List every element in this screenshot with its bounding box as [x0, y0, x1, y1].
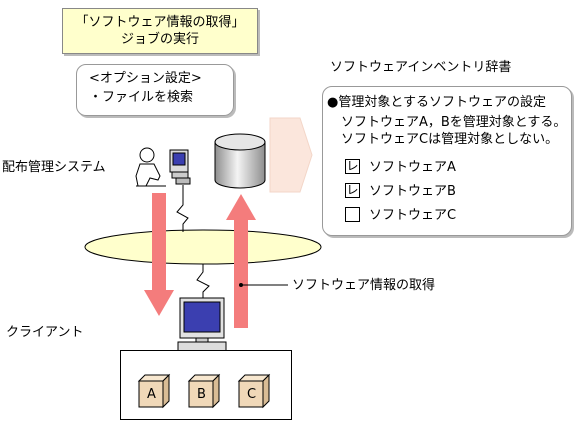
option-item: ・ファイルを検索	[89, 90, 194, 105]
checkbox-label-a: ソフトウェアA	[369, 160, 456, 175]
management-system-label: 配布管理システム	[2, 160, 106, 175]
job-title-note: 「ソフトウェア情報の取得」 ジョブの実行	[62, 8, 258, 54]
checkbox-software-a[interactable]: レ	[345, 159, 360, 174]
client-label: クライアント	[6, 325, 84, 340]
package-b-icon	[187, 373, 221, 409]
option-settings-box: <オプション設定> ・ファイルを検索	[76, 64, 234, 116]
package-b-label: B	[197, 387, 206, 402]
package-a-label: A	[147, 387, 156, 402]
operator-person-icon	[135, 147, 166, 187]
network-ellipse	[84, 229, 322, 265]
package-drawings	[137, 373, 271, 409]
checkbox-software-c[interactable]	[345, 207, 360, 222]
dictionary-title: ソフトウェアインベントリ辞書	[330, 60, 512, 75]
down-arrow	[144, 193, 174, 316]
job-title-line2: ジョブの実行	[120, 32, 199, 47]
up-arrow	[226, 194, 256, 328]
management-pc-icon	[169, 149, 191, 185]
package-c-icon	[237, 373, 271, 409]
checkbox-label-c: ソフトウェアC	[369, 208, 457, 223]
checkbox-label-b: ソフトウェアB	[369, 184, 456, 199]
package-c-label: C	[247, 387, 257, 402]
checkbox-software-b[interactable]: レ	[345, 183, 360, 198]
dictionary-note-2: ソフトウェアCは管理対象としない。	[341, 132, 559, 147]
package-a-icon	[137, 373, 171, 409]
dictionary-box: ●管理対象とするソフトウェアの設定 ソフトウェアA，Bを管理対象とする。 ソフト…	[322, 86, 572, 236]
dictionary-heading: ●管理対象とするソフトウェアの設定	[327, 95, 546, 110]
dictionary-pointer-arrow	[269, 117, 313, 193]
server-network-line	[176, 185, 189, 232]
client-software-box: A B C	[120, 350, 292, 420]
software-info-label: ソフトウェア情報の取得	[292, 278, 436, 293]
option-heading: <オプション設定>	[89, 71, 202, 86]
dictionary-note-1: ソフトウェアA，Bを管理対象とする。	[341, 115, 567, 130]
software-info-dot	[239, 283, 243, 287]
job-title-line1: 「ソフトウェア情報の取得」	[75, 15, 245, 30]
network-client-line	[196, 264, 210, 304]
server-database-icon	[214, 133, 266, 189]
